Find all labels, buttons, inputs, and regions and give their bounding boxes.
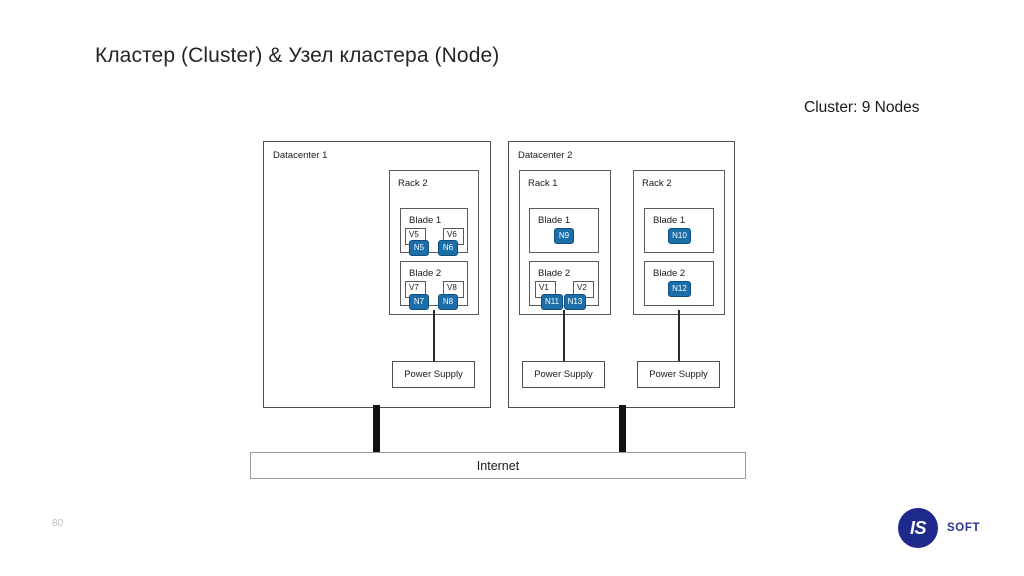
dc2-rack2-power-connector <box>678 310 680 361</box>
brand-logo-text: SOFT <box>947 522 981 534</box>
node-badge-n5[interactable]: N5 <box>409 240 429 256</box>
node-badge-n11[interactable]: N11 <box>541 294 563 310</box>
node-badge-n13[interactable]: N13 <box>564 294 586 310</box>
dc1-rack2-blade-2-label: Blade 2 <box>409 268 442 279</box>
dc2-rack1-power-connector <box>563 310 565 361</box>
cluster-node-count-caption: Cluster: 9 Nodes <box>804 99 920 116</box>
dc1-power-supply: Power Supply <box>392 361 475 388</box>
datacenter-1-label: Datacenter 1 <box>273 150 328 161</box>
dc2-rack2-blade-1-label: Blade 1 <box>653 215 686 226</box>
dc1-rack2-power-connector <box>433 310 435 361</box>
datacenter-2-internet-uplink <box>619 405 626 455</box>
brand-logo: IS SOFT <box>898 508 980 548</box>
dc2-rack1-power-supply: Power Supply <box>522 361 605 388</box>
dc2-rack1-blade-1-label: Blade 1 <box>538 215 571 226</box>
dc2-rack1-blade-2-label: Blade 2 <box>538 268 571 279</box>
node-badge-n10[interactable]: N10 <box>668 228 691 244</box>
datacenter-2-rack-2-label: Rack 2 <box>642 178 672 189</box>
dc2-rack2-power-supply: Power Supply <box>637 361 720 388</box>
is-logo-icon: IS <box>898 508 938 548</box>
node-badge-n12[interactable]: N12 <box>668 281 691 297</box>
dc2-rack2-blade-2-label: Blade 2 <box>653 268 686 279</box>
datacenter-1-rack-2-label: Rack 2 <box>398 178 428 189</box>
node-badge-n8[interactable]: N8 <box>438 294 458 310</box>
internet-bar: Internet <box>250 452 746 479</box>
node-badge-n9[interactable]: N9 <box>554 228 574 244</box>
page-title: Кластер (Cluster) & Узел кластера (Node) <box>95 44 500 67</box>
dc1-rack2-blade-1-label: Blade 1 <box>409 215 442 226</box>
page-number: 80 <box>52 518 64 529</box>
datacenter-2-rack-1-label: Rack 1 <box>528 178 558 189</box>
datacenter-1-internet-uplink <box>373 405 380 455</box>
datacenter-2-label: Datacenter 2 <box>518 150 573 161</box>
node-badge-n7[interactable]: N7 <box>409 294 429 310</box>
node-badge-n6[interactable]: N6 <box>438 240 458 256</box>
